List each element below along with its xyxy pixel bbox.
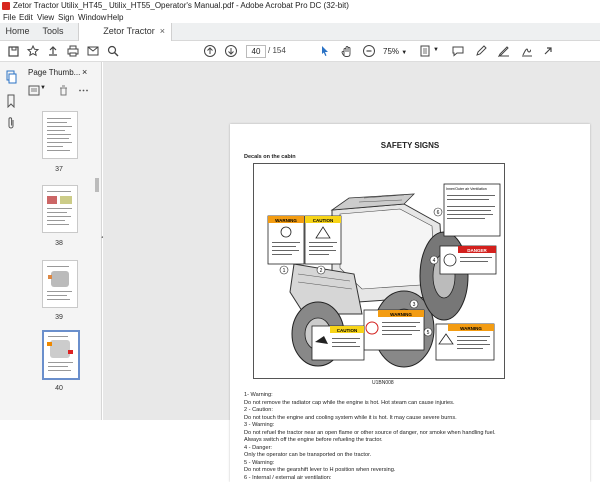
close-tab-icon[interactable]: × — [160, 23, 165, 40]
description-line: 5 - Warning: — [244, 460, 574, 468]
callout-2: 2 — [320, 268, 323, 274]
attachments-icon[interactable] — [5, 116, 17, 130]
decal-warning-5: WARNING — [460, 326, 482, 331]
decal-ventilation-title: Inner/Outer air Ventilation — [446, 187, 487, 191]
tab-bar: Home Tools Zetor Tractor Utilix_... × — [0, 23, 600, 41]
thumbnail-scrollbar[interactable] — [95, 178, 99, 192]
description-line: Do not refuel the tractor near an open f… — [244, 430, 574, 438]
menu-window[interactable]: Window — [78, 12, 106, 23]
zoom-out-icon[interactable] — [362, 44, 376, 58]
delete-page-icon[interactable] — [58, 85, 69, 96]
close-panel-icon[interactable]: × — [82, 67, 87, 77]
decal-danger-4: DANGER — [467, 248, 487, 253]
description-line: 3 - Warning: — [244, 422, 574, 430]
page-total: / 154 — [268, 45, 286, 57]
highlight-pen-icon[interactable] — [474, 44, 488, 58]
figure-id: U1BN008 — [372, 380, 394, 386]
description-line: 2 - Caution: — [244, 407, 574, 415]
tab-home[interactable]: Home — [0, 23, 35, 40]
tab-document[interactable]: Zetor Tractor Utilix_... × — [78, 23, 172, 41]
thumbnails-panel: Page Thumb... × ▼ 37 38 39 40 — [22, 62, 102, 420]
decal-warning-3: WARNING — [390, 312, 412, 317]
previous-page-icon[interactable] — [203, 44, 217, 58]
page-number-input[interactable]: 40 — [246, 45, 266, 58]
description-line: 4 - Danger: — [244, 445, 574, 453]
thumbnail-label: 37 — [49, 166, 69, 173]
chevron-down-icon: ▼ — [401, 50, 407, 56]
page-fit-chevron-icon[interactable]: ▼ — [433, 47, 439, 53]
callout-5: 5 — [427, 330, 430, 336]
fill-sign-icon[interactable] — [520, 44, 534, 58]
hand-tool-icon[interactable] — [339, 44, 353, 58]
zoom-value: 75% — [383, 47, 399, 56]
menu-sign[interactable]: Sign — [58, 12, 74, 23]
bookmark-star-icon[interactable] — [26, 44, 40, 58]
menu-help[interactable]: Help — [107, 12, 123, 23]
title-bar: Zetor Tractor Utilix_HT45_ Utilix_HT55_O… — [0, 0, 600, 12]
page-fit-icon[interactable] — [418, 44, 432, 58]
panel-title: Page Thumb... — [28, 68, 80, 77]
search-icon[interactable] — [106, 44, 120, 58]
comment-icon[interactable] — [451, 44, 465, 58]
page-thumbnail-40[interactable] — [42, 330, 80, 380]
thumbnail-label: 40 — [49, 385, 69, 392]
upload-icon[interactable] — [46, 44, 60, 58]
callout-6: 6 — [437, 210, 440, 216]
decal-descriptions: 1- Warning: Do not remove the radiator c… — [244, 392, 574, 482]
select-cursor-icon[interactable] — [318, 44, 332, 58]
more-options-icon[interactable] — [78, 85, 89, 96]
menu-file[interactable]: File — [3, 12, 16, 23]
page-subheading: Decals on the cabin — [244, 154, 296, 160]
description-line: Do not touch the engine and cooling syst… — [244, 415, 574, 423]
description-line: Always switch off the engine before refu… — [244, 437, 574, 445]
description-line: Do not move the gearshift lever to H pos… — [244, 467, 574, 475]
next-page-icon[interactable] — [224, 44, 238, 58]
toolbar: 40 / 154 75% ▼ ▼ — [0, 41, 600, 62]
bookmarks-icon[interactable] — [5, 94, 17, 108]
description-line: 1- Warning: — [244, 392, 574, 400]
menu-bar: File Edit View Sign Window Help — [0, 12, 600, 23]
pdf-page: SAFETY SIGNS Decals on the cabin — [230, 124, 590, 482]
thumbnail-options-icon[interactable] — [28, 85, 40, 96]
menu-edit[interactable]: Edit — [19, 12, 33, 23]
thumbnail-label: 39 — [49, 314, 69, 321]
callout-1: 1 — [283, 268, 286, 274]
options-chevron-icon[interactable]: ▼ — [40, 85, 46, 91]
window-title: Zetor Tractor Utilix_HT45_ Utilix_HT55_O… — [13, 0, 349, 12]
acrobat-icon — [2, 2, 10, 10]
callout-3: 3 — [413, 302, 416, 308]
page-thumbnail-39[interactable] — [42, 260, 78, 308]
share-link-icon[interactable] — [541, 44, 555, 58]
page-heading: SAFETY SIGNS — [230, 141, 590, 150]
draw-icon[interactable] — [497, 44, 511, 58]
navigation-rail — [0, 62, 23, 420]
print-icon[interactable] — [66, 44, 80, 58]
decal-caution-2: CAUTION — [313, 218, 334, 223]
description-line: 6 - Internal / external air ventilation: — [244, 475, 574, 482]
tractor-illustration: WARNING CAUTION Inner/Outer air Ventilat… — [254, 164, 504, 378]
tab-tools[interactable]: Tools — [35, 23, 71, 40]
page-thumbnail-37[interactable] — [42, 111, 78, 159]
decal-caution-b: CAUTION — [337, 328, 358, 333]
description-line: Only the operator can be transported on … — [244, 452, 574, 460]
menu-view[interactable]: View — [37, 12, 54, 23]
thumbnail-label: 38 — [49, 240, 69, 247]
page-thumbnails-icon[interactable] — [5, 70, 17, 84]
document-viewer[interactable]: SAFETY SIGNS Decals on the cabin — [103, 62, 600, 420]
decal-warning-1: WARNING — [275, 218, 297, 223]
page-thumbnail-38[interactable] — [42, 185, 78, 233]
save-icon[interactable] — [7, 44, 21, 58]
description-line: Do not remove the radiator cap while the… — [244, 400, 574, 408]
zoom-level[interactable]: 75% ▼ — [383, 46, 407, 59]
tractor-decals-figure: WARNING CAUTION Inner/Outer air Ventilat… — [253, 163, 505, 379]
mail-icon[interactable] — [86, 44, 100, 58]
callout-4: 4 — [433, 258, 436, 264]
